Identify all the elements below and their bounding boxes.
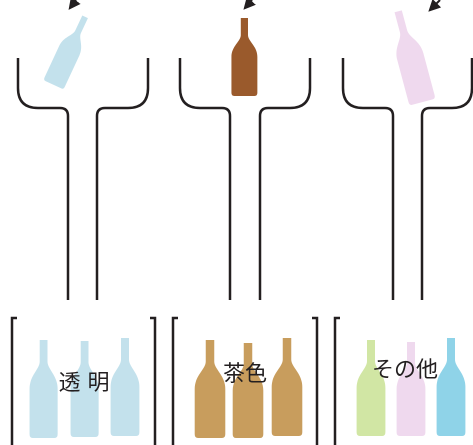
falling-brown-bottle <box>231 18 258 96</box>
falling-clear-bottle <box>43 12 96 90</box>
bin-brown-bottle <box>271 338 303 436</box>
bin-label-other: その他 <box>372 358 438 383</box>
bin-brown-bottle <box>194 340 226 438</box>
bin-label-clear: 透 明 <box>59 371 110 396</box>
bin-green-bottle <box>356 340 386 436</box>
bin-other-bottles <box>356 338 466 436</box>
bin-middle-bracket-close <box>312 316 319 445</box>
bin-pink-bottle <box>396 342 426 436</box>
arrow-right <box>428 0 442 12</box>
funnel-left <box>16 58 150 300</box>
bin-clear-bottle <box>29 340 58 438</box>
bin-left-bracket-open <box>10 316 17 445</box>
bin-brown-bottle <box>232 343 264 438</box>
bin-middle-bracket-open <box>171 316 178 445</box>
bin-left-bracket-close <box>150 316 157 445</box>
bin-clear-bottle <box>110 338 140 436</box>
funnel-right <box>341 58 473 300</box>
falling-other-bottle <box>385 7 436 106</box>
arrow-left <box>68 0 81 10</box>
bin-blue-bottle <box>436 338 466 436</box>
bin-right-bracket-open <box>333 316 340 445</box>
bin-brown-bottles <box>194 338 303 438</box>
bin-label-brown: 茶色 <box>223 362 267 387</box>
funnel-middle <box>178 58 312 300</box>
arrow-middle <box>243 0 256 10</box>
